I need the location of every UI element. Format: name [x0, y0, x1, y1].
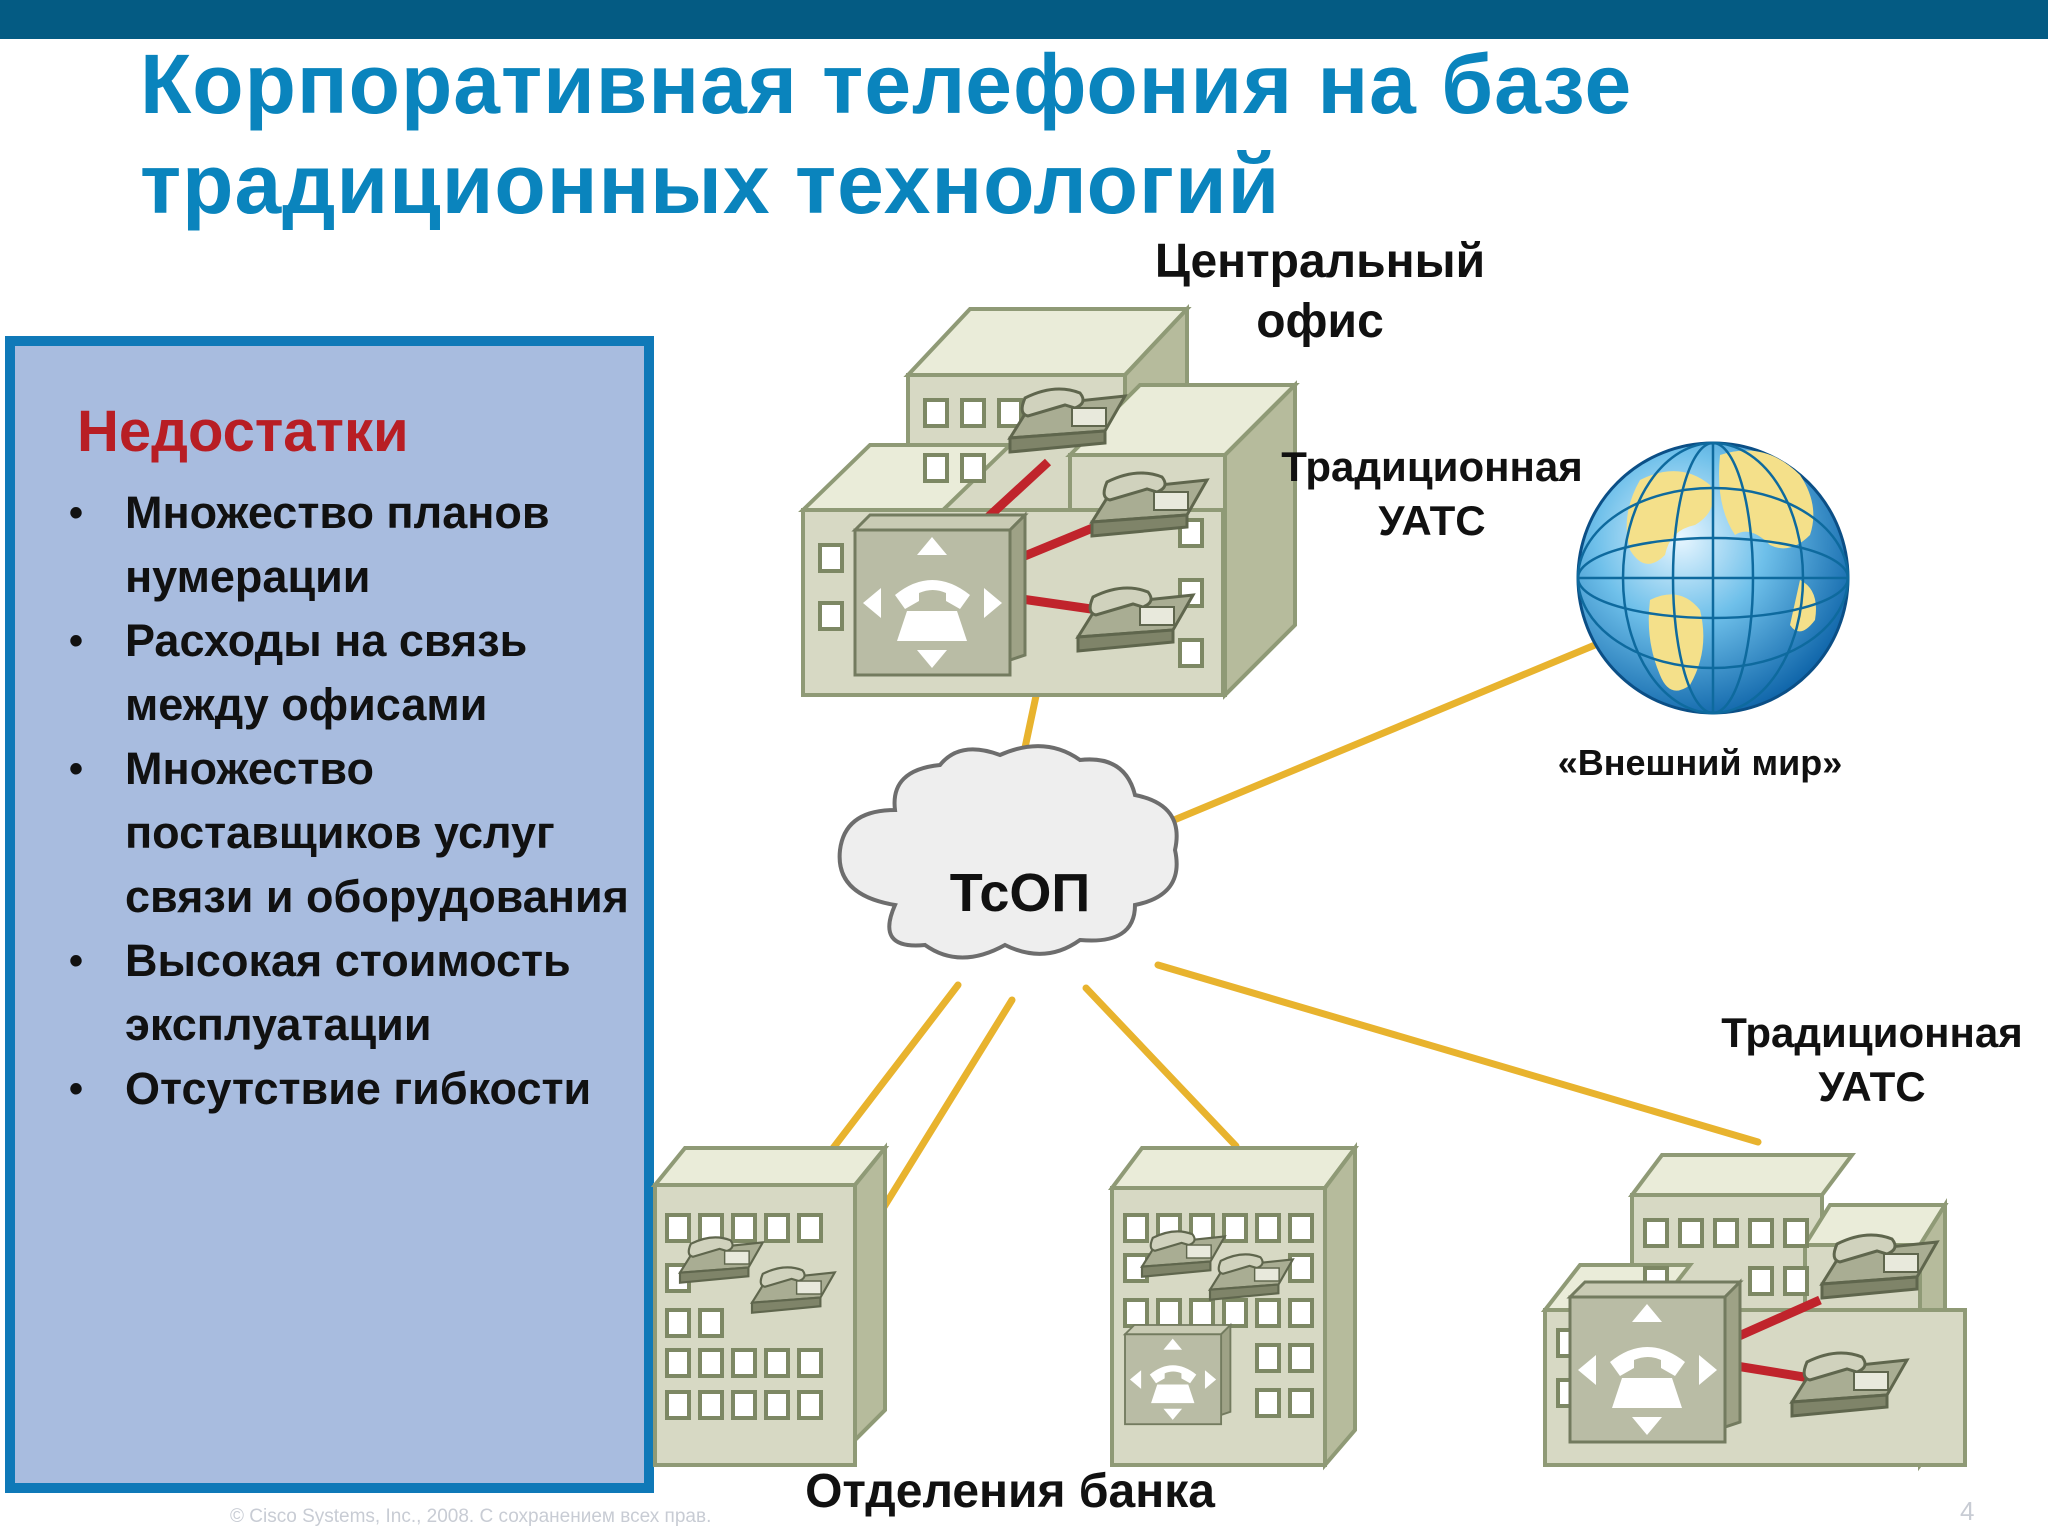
drawback-item: Расходы на связь между офисами: [67, 609, 647, 737]
network-label: ТсОП: [949, 863, 1091, 923]
drawback-item: Высокая стоимость эксплуатации: [67, 929, 647, 1057]
branch-building-1: [650, 1142, 890, 1467]
outside-world-label: «Внешний мир»: [1557, 742, 1843, 783]
central-office-label: Центральный офис: [1154, 235, 1486, 348]
pbx-icon: [1122, 1322, 1233, 1426]
pbx-label-branch: Традиционная УАТС: [1721, 1009, 2023, 1110]
pbx-icon: [851, 511, 1029, 677]
top-bar: [0, 0, 2048, 39]
desk-phone-icon: [749, 1266, 837, 1314]
drawback-item: Множество планов нумерации: [67, 481, 647, 609]
pbx-label-central: Традиционная УАТС: [1281, 443, 1583, 544]
trunk-line-branch-pbx: [1154, 961, 1762, 1146]
drawbacks-panel: Недостатки Множество планов нумерации Ра…: [5, 336, 654, 1493]
cloud-icon: [837, 744, 1179, 960]
page-number: 4: [1960, 1496, 1975, 1526]
branches-label: Отделения банка: [805, 1465, 1215, 1518]
drawback-item: Отсутствие гибкости: [67, 1057, 647, 1121]
drawback-item: Множество поставщиков услуг связи и обор…: [67, 737, 647, 929]
trunk-line-outside-world: [1146, 641, 1599, 834]
desk-phone-icon: [677, 1236, 765, 1284]
desk-phone-icon: [1075, 586, 1196, 653]
desk-phone-icon: [1789, 1351, 1910, 1418]
slide-title: Корпоративная телефония на базе традицио…: [140, 37, 1633, 231]
desk-phone-icon: [1089, 471, 1210, 538]
desk-phone-icon: [1007, 387, 1128, 454]
drawbacks-heading: Недостатки: [77, 399, 409, 464]
desk-phone-icon: [1207, 1253, 1295, 1301]
drawbacks-list: Множество планов нумерации Расходы на св…: [67, 481, 647, 1121]
desk-phone-icon: [1819, 1233, 1940, 1300]
pbx-icon: [1566, 1278, 1744, 1444]
globe-icon: [1576, 441, 1850, 715]
desk-phone-icon: [1139, 1230, 1227, 1278]
trunk-line-branch-2: [1082, 984, 1240, 1150]
footer-copyright: © Cisco Systems, Inc., 2008. С сохранени…: [230, 1506, 712, 1527]
